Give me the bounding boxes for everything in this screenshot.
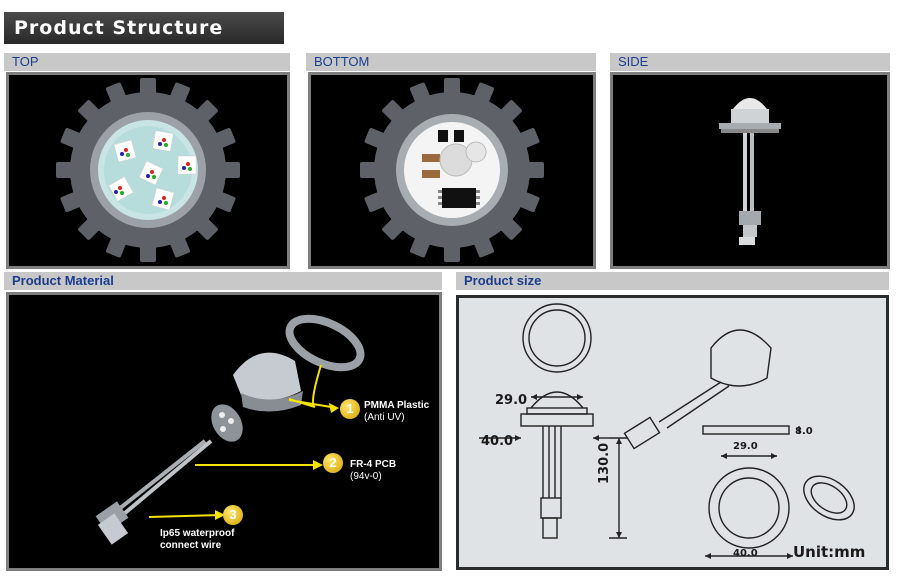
material-name-2: FR-4 PCB <box>350 459 397 470</box>
material-callout-1: PMMA Plastic (Anti UV) <box>364 400 429 424</box>
material-exploded-image <box>6 292 442 571</box>
material-detail-2: (94v-0) <box>350 471 382 482</box>
size-drawing-panel: 29.0 40.0 130.0 8.0 29.0 40.0 Unit:mm <box>456 295 889 570</box>
unit-label: Unit:mm <box>793 543 866 561</box>
top-view-image <box>6 72 290 269</box>
material-name-1: PMMA Plastic <box>364 400 430 411</box>
side-view-label: SIDE <box>610 53 890 71</box>
bottom-view-drawing <box>360 78 544 262</box>
dim-ring-outer: 40.0 <box>733 548 758 559</box>
material-badge-3: 3 <box>223 505 243 525</box>
size-drawing <box>479 303 855 559</box>
page-title: Product Structure <box>4 12 284 44</box>
bottom-view-image <box>308 72 596 269</box>
dim-length: 130.0 <box>597 442 612 484</box>
dim-base-width: 40.0 <box>481 434 514 449</box>
material-name-3: Ip65 waterproof <box>160 528 235 539</box>
material-detail-1: (Anti UV) <box>364 412 405 423</box>
dim-height: 8.0 <box>795 426 813 437</box>
size-section-title: Product size <box>456 272 889 290</box>
bottom-view-label: BOTTOM <box>306 53 596 71</box>
material-detail-3: connect wire <box>160 540 222 551</box>
dim-ring-inner: 29.0 <box>733 441 758 452</box>
material-exploded-drawing <box>95 314 365 545</box>
material-badge-1: 1 <box>340 399 360 419</box>
side-view-drawing <box>719 98 781 245</box>
dim-dome-width: 29.0 <box>495 393 528 408</box>
material-callout-2: FR-4 PCB (94v-0) <box>350 459 396 483</box>
material-section-title: Product Material <box>4 272 442 290</box>
top-view-drawing <box>56 78 240 262</box>
top-view-label: TOP <box>4 53 290 71</box>
material-callout-3: Ip65 waterproof connect wire <box>160 528 234 552</box>
material-badge-2: 2 <box>323 453 343 473</box>
side-view-image <box>610 72 890 269</box>
